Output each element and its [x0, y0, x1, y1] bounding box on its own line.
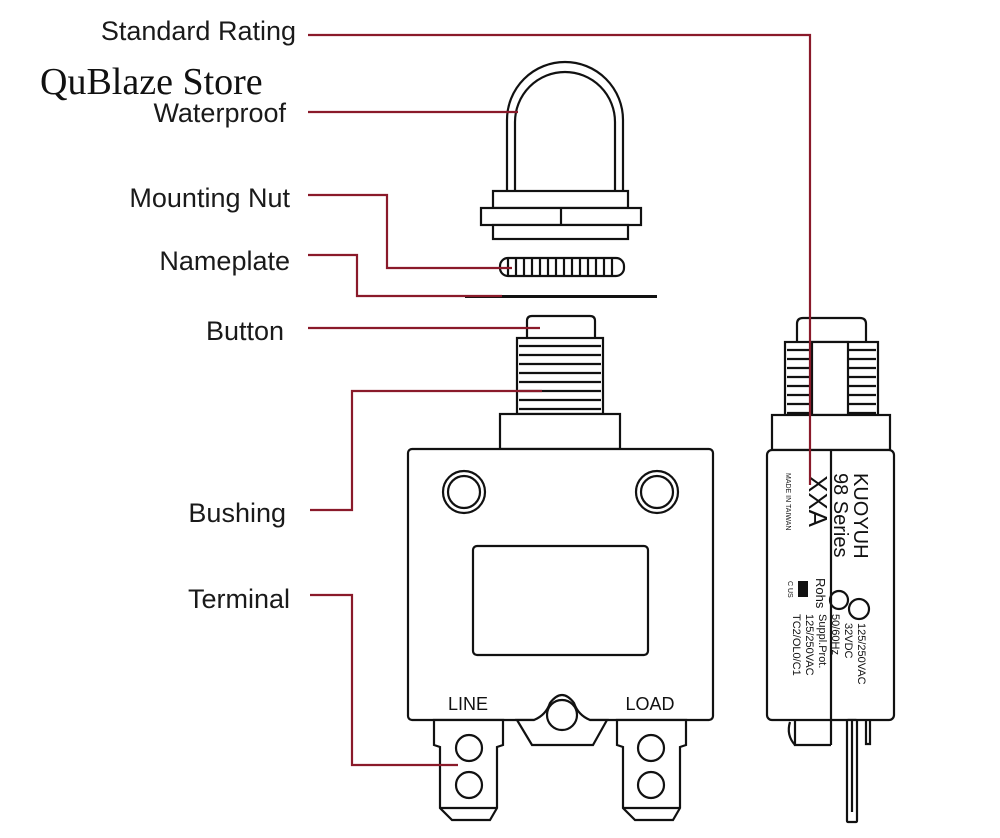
brand-text: KUOYUH [849, 473, 871, 559]
cert-text: C US [786, 581, 793, 598]
terminal-load [615, 718, 688, 822]
terminal-line [432, 718, 505, 822]
breaker-front-view: LINE LOAD [406, 314, 715, 822]
rating-text: XXA [803, 475, 833, 528]
terminal-line-label: LINE [448, 694, 488, 714]
leader-nameplate [308, 253, 502, 298]
spec-line-2: 32VDC [842, 623, 854, 659]
leader-terminal [310, 593, 458, 767]
spec-line-6: TC2/OL0/C1 [790, 614, 802, 676]
spec-line-5: 125/250VAC [803, 614, 815, 676]
button [525, 314, 597, 337]
cc-mark-icon [828, 589, 850, 611]
label-button: Button [206, 316, 284, 346]
spec-line-1: 125/250VAC [855, 623, 867, 685]
terminal-load-label: LOAD [625, 694, 674, 714]
leader-bushing [310, 389, 542, 512]
label-bushing: Bushing [188, 498, 286, 528]
ul-mark-icon [798, 581, 808, 597]
spec-line-4: Suppl.Prot. [816, 614, 828, 668]
spec-line-3: 50/60Hz [829, 614, 841, 655]
made-in-text: MADE IN TAIWAN [784, 473, 791, 530]
breaker-side-view: KUOYUH 98 Series XXA MADE IN TAIWAN Rohs… [765, 316, 896, 824]
label-waterproof: Waterproof [153, 98, 286, 128]
nameplate [465, 295, 657, 298]
leader-mounting-nut [308, 193, 512, 270]
mounting-nut [498, 256, 626, 278]
tuv-mark-icon [847, 597, 871, 621]
breaker-body [406, 447, 715, 722]
label-standard-rating: Standard Rating [101, 16, 296, 46]
store-watermark: QuBlaze Store [40, 61, 263, 103]
label-window [471, 544, 650, 657]
label-terminal: Terminal [188, 584, 290, 614]
label-mounting-nut: Mounting Nut [129, 183, 290, 213]
waterproof-cap [479, 60, 643, 241]
label-nameplate: Nameplate [159, 246, 290, 276]
leader-standard-rating [308, 33, 812, 485]
rohs-text: Rohs [813, 578, 828, 609]
series-text: 98 Series [829, 473, 851, 558]
